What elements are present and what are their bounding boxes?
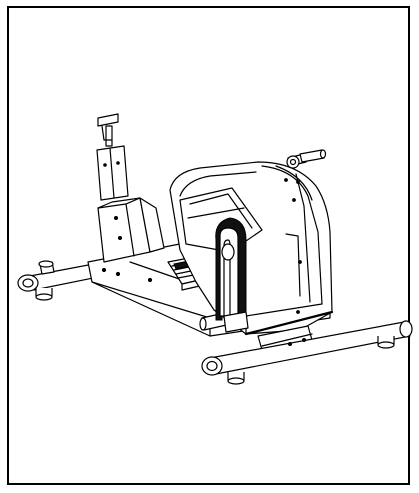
crank-arm <box>215 217 249 333</box>
seat-post-assembly <box>96 113 165 263</box>
flywheel-housing <box>169 149 334 351</box>
front-stabilizer <box>201 320 413 385</box>
